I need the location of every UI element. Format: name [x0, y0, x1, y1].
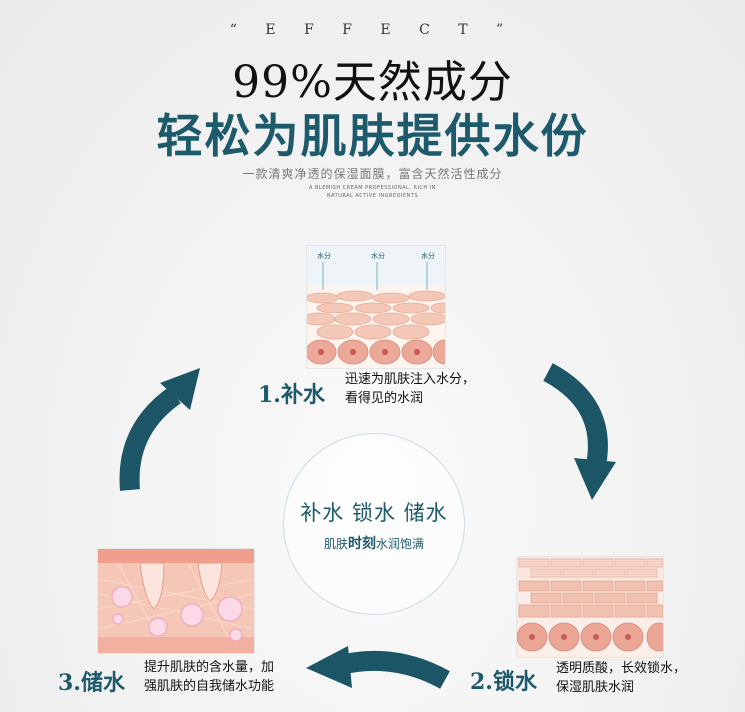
center-sub-a: 肌肤	[323, 537, 348, 551]
step-2-title: 2.锁水	[470, 669, 537, 695]
headline: 99%天然成分	[232, 57, 513, 108]
arrow-right-icon	[543, 363, 616, 500]
step-2-desc-line2: 保湿肌肤水润	[556, 680, 635, 695]
arrow-bottom-icon	[306, 646, 450, 689]
subtitle-en: A BLEMISH CREAM PROFESSIONAL, RICH IN NA…	[0, 184, 745, 200]
center-circle	[283, 433, 465, 615]
panel-lock	[516, 556, 664, 658]
main-title: 轻松为肌肤提供水份	[156, 109, 589, 163]
step-1-desc-line1: 迅速为肌肤注入水分，	[345, 372, 476, 387]
step-3-desc: 提升肌肤的含水量，加 强肌肤的自我储水功能	[144, 658, 274, 696]
step-3-desc-line2: 强肌肤的自我储水功能	[144, 679, 275, 694]
skin-pore-illustration	[98, 549, 254, 653]
step-2-desc-line1: 透明质酸，长效锁水，	[556, 661, 687, 676]
step-3-desc-line1: 提升肌肤的含水量，加	[144, 660, 275, 675]
water-label-1: 水分	[317, 251, 331, 260]
center-headline: 补水 锁水 储水	[300, 501, 448, 525]
step-1-title: 1.补水	[258, 382, 325, 408]
center-subline: 肌肤时刻水润饱满	[283, 533, 465, 553]
subtitle-en-line2: NATURAL ACTIVE INGREDIENTS	[326, 193, 419, 199]
step-1-desc: 迅速为肌肤注入水分， 看得见的水润	[345, 370, 475, 408]
skin-layer-illustration: 水分 水分 水分	[307, 246, 445, 365]
subtitle-en-line1: A BLEMISH CREAM PROFESSIONAL, RICH IN	[309, 185, 436, 191]
moisture-bubbles	[111, 586, 243, 642]
step-3-title: 3.储水	[58, 670, 125, 696]
panel-store	[97, 548, 255, 654]
arrow-left-icon	[119, 368, 200, 491]
skin-cells-illustration	[517, 557, 663, 652]
water-label-3: 水分	[421, 251, 435, 260]
effect-label: “ E F F E C T ”	[229, 22, 516, 38]
water-label-2: 水分	[371, 251, 385, 260]
center-sub-c: 水润饱满	[376, 537, 425, 551]
center-sub-b: 时刻	[348, 536, 376, 552]
step-1-desc-line2: 看得见的水润	[345, 391, 424, 406]
step-2-desc: 透明质酸，长效锁水， 保湿肌肤水润	[556, 659, 686, 697]
panel-hydrate: 水分 水分 水分	[306, 245, 446, 369]
subtitle-cn: 一款清爽净透的保湿面膜，富含天然活性成分	[242, 167, 503, 181]
